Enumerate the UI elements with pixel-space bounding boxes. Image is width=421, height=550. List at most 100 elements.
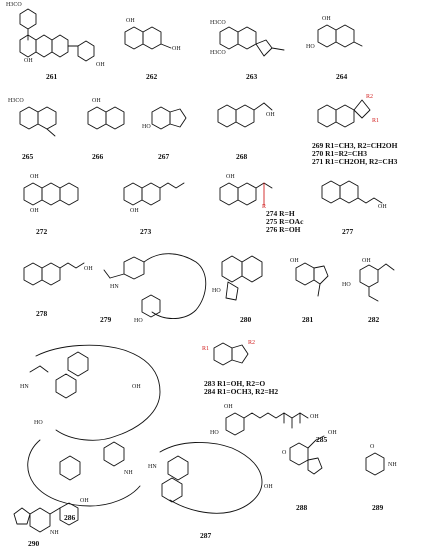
compound-number-278: 278 bbox=[36, 309, 48, 318]
atom-label: HO bbox=[212, 288, 221, 294]
compound-number-286: 286 bbox=[64, 513, 76, 522]
atom-label: OH bbox=[126, 18, 135, 24]
compound-number-266: 266 bbox=[92, 152, 104, 161]
compound-number-284: 284 R1=OCH3, R2=H2 bbox=[204, 387, 279, 396]
atom-label: O bbox=[370, 444, 375, 450]
atom-label: OH bbox=[130, 208, 139, 214]
compound-number-264: 264 bbox=[336, 72, 348, 81]
compound-number-274: 274 R=H bbox=[266, 209, 295, 218]
atom-label-r2: R2 bbox=[248, 340, 256, 346]
compound-number-265: 265 bbox=[22, 152, 34, 161]
atom-label: H3CO bbox=[210, 50, 226, 56]
structure-274 bbox=[219, 182, 273, 206]
structure-283 bbox=[213, 342, 249, 366]
structure-277 bbox=[321, 180, 383, 204]
structure-273 bbox=[123, 182, 185, 206]
atom-label: NH bbox=[50, 530, 59, 536]
compound-number-287: 287 bbox=[200, 531, 212, 540]
structure-285 bbox=[225, 412, 309, 436]
atom-label: HO bbox=[342, 282, 351, 288]
compound-number-289: 289 bbox=[372, 503, 384, 512]
compound-number-270: 270 R1=R2=CH3 bbox=[312, 149, 368, 158]
structure-279 bbox=[103, 253, 207, 319]
compound-number-263: 263 bbox=[246, 72, 258, 81]
compound-number-269: 269 R1=CH3, R2=CH2OH bbox=[312, 141, 398, 150]
atom-label: OH bbox=[132, 384, 141, 390]
structure-289 bbox=[365, 452, 385, 476]
atom-label: OH bbox=[378, 204, 387, 210]
compound-number-290: 290 bbox=[28, 539, 40, 548]
atom-label: NH bbox=[388, 462, 397, 468]
atom-label: HN bbox=[148, 464, 157, 470]
compound-number-281: 281 bbox=[302, 315, 314, 324]
atom-label-r: R bbox=[262, 204, 267, 210]
structure-267 bbox=[151, 106, 187, 130]
atom-label-r1: R1 bbox=[372, 118, 380, 124]
structure-281 bbox=[295, 262, 329, 297]
atom-label: HO bbox=[34, 420, 43, 426]
structure-286 bbox=[27, 344, 161, 507]
atom-label: OH bbox=[24, 58, 33, 64]
atom-label: HO bbox=[306, 44, 315, 50]
structure-262 bbox=[124, 26, 172, 50]
structure-263 bbox=[219, 26, 285, 57]
atom-label: OH bbox=[290, 258, 299, 264]
compound-number-268: 268 bbox=[236, 152, 248, 161]
atom-label: HN bbox=[110, 284, 119, 290]
structure-269 bbox=[317, 99, 371, 128]
structure-280 bbox=[221, 255, 263, 301]
compound-number-288: 288 bbox=[296, 503, 308, 512]
compound-number-276: 276 R=OH bbox=[266, 225, 301, 234]
compound-number-285: 285 bbox=[316, 435, 328, 444]
structure-278 bbox=[23, 262, 85, 286]
atom-label: OH bbox=[92, 98, 101, 104]
structure-272 bbox=[23, 182, 79, 206]
compound-number-272: 272 bbox=[36, 227, 48, 236]
atom-label: HO bbox=[134, 318, 143, 324]
structure-288 bbox=[289, 435, 325, 475]
atom-label-r2: R2 bbox=[366, 94, 374, 100]
atom-label: OH bbox=[264, 484, 273, 490]
compound-number-261: 261 bbox=[46, 72, 58, 81]
compound-number-275: 275 R=OAc bbox=[266, 217, 304, 226]
atom-label: NH bbox=[124, 470, 133, 476]
compound-number-277: 277 bbox=[342, 227, 354, 236]
compound-number-280: 280 bbox=[240, 315, 252, 324]
atom-label: OH bbox=[172, 46, 181, 52]
structure-264 bbox=[317, 24, 363, 48]
atom-label: O bbox=[282, 450, 287, 456]
structure-287 bbox=[159, 441, 263, 514]
atom-label: H3CO bbox=[6, 2, 22, 8]
atom-label: OH bbox=[30, 174, 39, 180]
atom-label: OH bbox=[30, 208, 39, 214]
atom-label: OH bbox=[266, 112, 275, 118]
structure-266 bbox=[87, 106, 125, 130]
structure-290 bbox=[13, 502, 79, 533]
compound-number-273: 273 bbox=[140, 227, 152, 236]
atom-label: HN bbox=[20, 384, 29, 390]
compound-number-271: 271 R1=CH2OH, R2=CH3 bbox=[312, 157, 398, 166]
atom-label: HO bbox=[210, 430, 219, 436]
structure-268 bbox=[217, 102, 273, 128]
atom-label: OH bbox=[84, 266, 93, 272]
structure-282 bbox=[359, 263, 395, 302]
atom-label: OH bbox=[96, 62, 105, 68]
atom-label: OH bbox=[310, 414, 319, 420]
atom-label: H3CO bbox=[8, 98, 24, 104]
compound-number-282: 282 bbox=[368, 315, 380, 324]
compound-number-283: 283 R1=OH, R2=O bbox=[204, 379, 266, 388]
atom-label: OH bbox=[328, 430, 337, 436]
atom-label: H3CO bbox=[210, 20, 226, 26]
atom-label: OH bbox=[226, 174, 235, 180]
compound-number-267: 267 bbox=[158, 152, 170, 161]
compound-number-279: 279 bbox=[100, 315, 112, 324]
compound-number-262: 262 bbox=[146, 72, 158, 81]
atom-label: OH bbox=[362, 258, 371, 264]
structure-265 bbox=[19, 106, 57, 137]
structure-261 bbox=[19, 8, 95, 62]
atom-label-r1: R1 bbox=[202, 346, 210, 352]
atom-label: OH bbox=[224, 404, 233, 410]
atom-label: OH bbox=[80, 498, 89, 504]
atom-label: HO bbox=[142, 124, 151, 130]
